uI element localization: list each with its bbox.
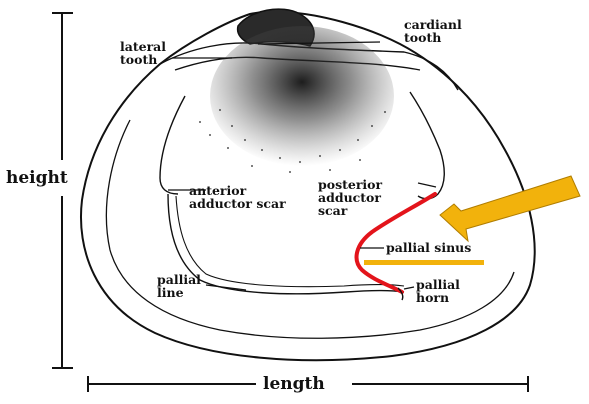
pallial-horn: [397, 287, 404, 301]
pallial-sinus-label: pallial sinus: [386, 240, 472, 255]
length-label: length: [263, 374, 325, 394]
height-label: height: [6, 168, 68, 188]
pallial-line-inner: [175, 195, 405, 288]
anterior-adductor-scar: [159, 95, 186, 195]
pallial-sinus-underline: [364, 260, 484, 265]
length-dimension: [87, 376, 529, 392]
anterior-adductor-scar-label: anterior adductor scar: [189, 183, 286, 211]
posterior-adductor-scar: [409, 91, 445, 200]
leader-lines: [168, 41, 437, 291]
stippled-beak-area: [210, 26, 394, 166]
posterior-adductor-scar-label: posterior adductor scar: [318, 177, 383, 218]
pallial-line: [167, 193, 405, 295]
lateral-tooth-label: lateral tooth: [120, 39, 167, 67]
inner-margin-line: [105, 119, 515, 339]
pallial-horn-label: pallial horn: [416, 277, 460, 305]
pallial-sinus-highlight: [354, 192, 437, 294]
arrow-icon: [439, 175, 581, 243]
shell-outline: [80, 10, 536, 362]
cardinal-tooth-label: cardianl tooth: [404, 17, 462, 45]
stipple-dots: [199, 109, 386, 173]
height-dimension: [52, 12, 73, 369]
pallial-line-label: pallial line: [157, 272, 201, 300]
